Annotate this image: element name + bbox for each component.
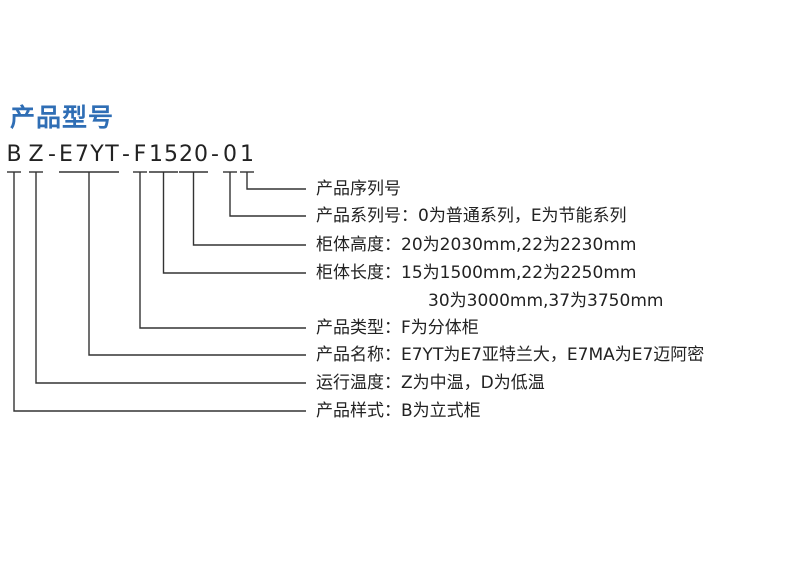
code-char: 0	[223, 142, 237, 167]
page-title: 产品型号	[10, 103, 115, 132]
code-char: F	[133, 142, 147, 167]
code-char: 2	[179, 142, 193, 167]
code-char: -	[211, 142, 219, 167]
legend-label: 产品名称：	[316, 345, 401, 365]
legend-value-continuation: 30为3000mm,37为3750mm	[428, 291, 664, 311]
legend-value: E7YT为E7亚特兰大，E7MA为E7迈阿密	[401, 345, 705, 365]
legend-label: 产品序列号	[316, 179, 401, 199]
code-char: 1	[240, 142, 254, 167]
leader-line	[192, 172, 306, 246]
legend-label: 柜体长度：	[316, 263, 401, 283]
leader-line	[139, 172, 306, 329]
code-char: 5	[164, 142, 178, 167]
legend-item: 柜体长度：15为1500mm,22为2250mm	[316, 260, 636, 286]
legend-value: 20为2030mm,22为2230mm	[401, 235, 637, 255]
legend-label: 运行温度：	[316, 373, 401, 393]
code-char: T	[105, 142, 119, 167]
legend-item: 运行温度：Z为中温，D为低温	[316, 370, 545, 396]
leader-line	[162, 172, 306, 274]
legend-label: 产品系列号：	[316, 206, 418, 226]
leader-line	[35, 172, 306, 384]
code-char: 1	[149, 142, 163, 167]
code-char: 0	[194, 142, 208, 167]
code-char: Y	[90, 142, 104, 167]
legend-item: 柜体高度：20为2030mm,22为2230mm	[316, 232, 636, 258]
legend-item: 产品类型：F为分体柜	[316, 315, 479, 341]
legend-item: 产品样式：B为立式柜	[316, 398, 481, 424]
code-char: E	[59, 142, 73, 167]
leader-line	[88, 172, 306, 356]
leader-line	[13, 172, 306, 412]
legend-label: 产品样式：	[316, 401, 401, 421]
code-char: 7	[75, 142, 89, 167]
legend-item: 产品系列号：0为普通系列，E为节能系列	[316, 203, 627, 229]
legend-value: Z为中温，D为低温	[401, 373, 545, 393]
legend-item: 产品名称：E7YT为E7亚特兰大，E7MA为E7迈阿密	[316, 342, 704, 368]
code-char: Z	[28, 142, 44, 167]
code-char: -	[48, 142, 56, 167]
leader-line	[246, 172, 306, 190]
code-char: B	[6, 142, 22, 167]
legend-label: 柜体高度：	[316, 235, 401, 255]
legend-value: F为分体柜	[401, 318, 479, 338]
legend-value: B为立式柜	[401, 401, 481, 421]
code-char: -	[122, 142, 130, 167]
legend-value: 0为普通系列，E为节能系列	[418, 206, 627, 226]
legend-label: 产品类型：	[316, 318, 401, 338]
legend-value: 15为1500mm,22为2250mm	[401, 263, 637, 283]
leader-line	[229, 172, 306, 217]
legend-item: 产品序列号	[316, 176, 401, 202]
